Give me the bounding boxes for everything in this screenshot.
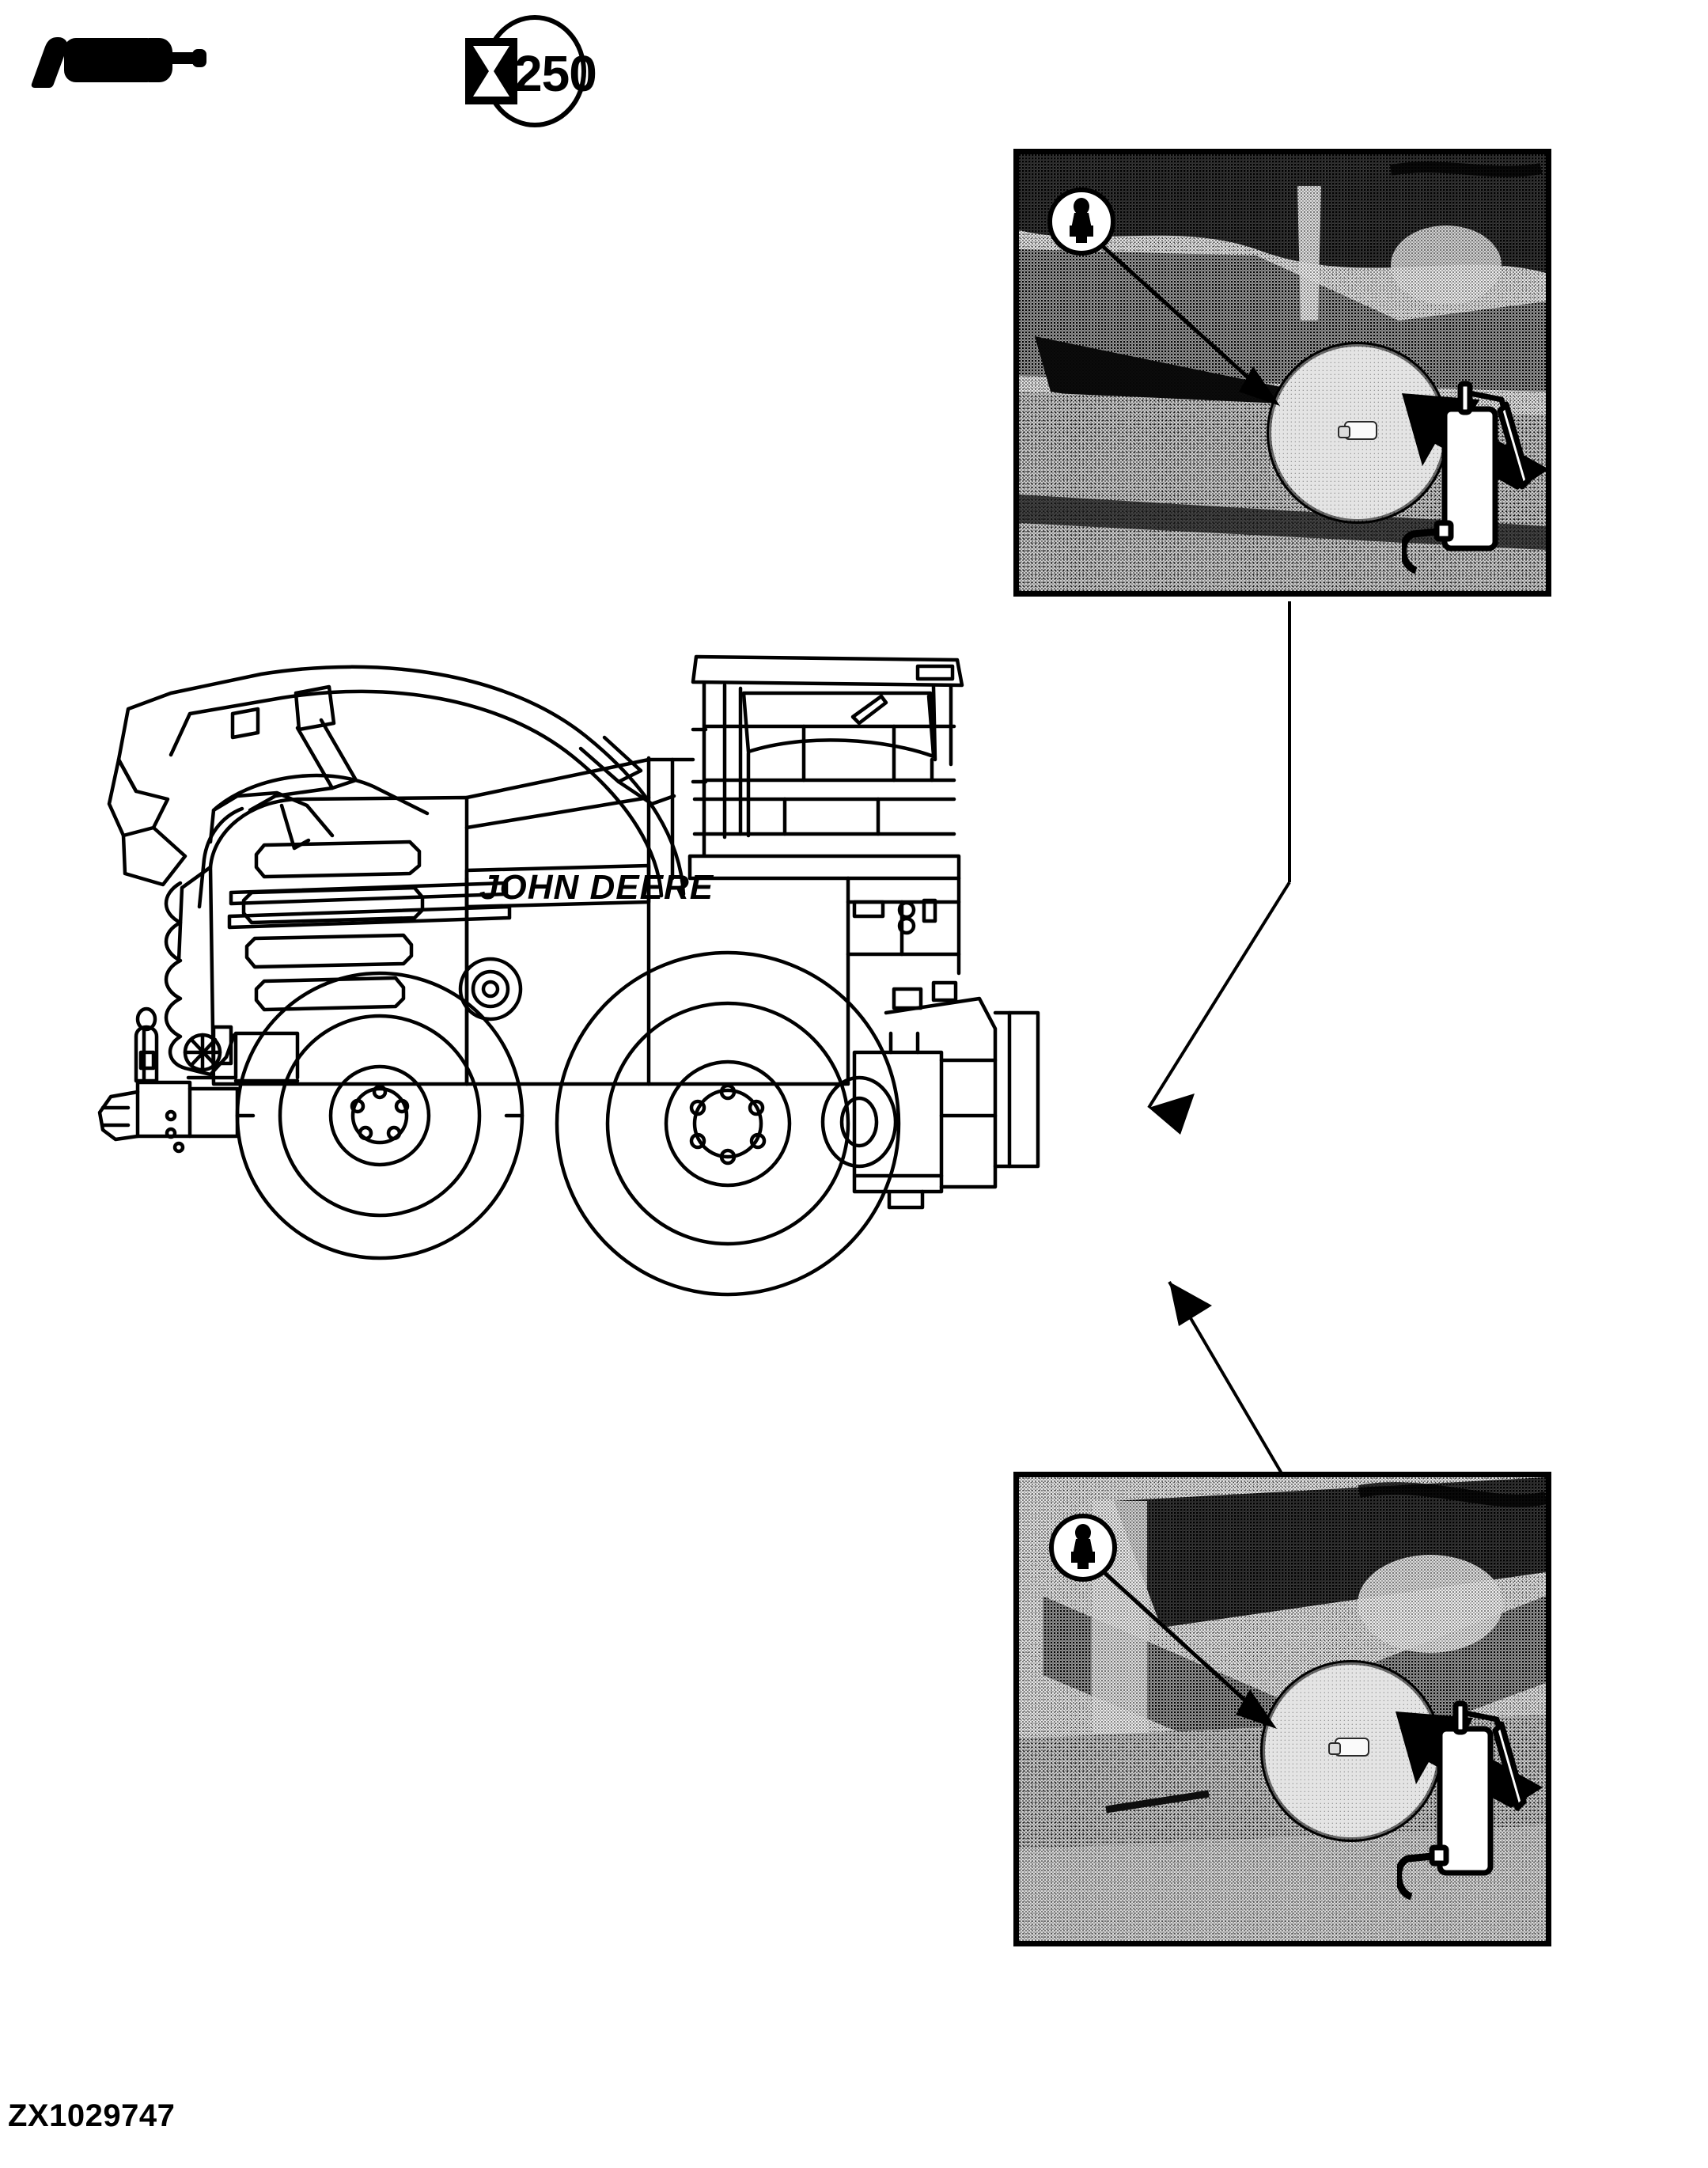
service-interval-hours: 250 <box>514 44 597 102</box>
badge-leader-bottom <box>1090 1560 1277 1729</box>
operator-cab <box>464 654 964 881</box>
rear-wheel <box>555 950 901 1297</box>
grease-gun-icon <box>30 30 267 97</box>
header-symbol-row: 250 <box>0 0 633 142</box>
grease-fitting-icon <box>1047 188 1115 256</box>
forage-harvester-illustration: JOHN DEERE <box>97 654 1040 1297</box>
engine-hood <box>176 773 512 1086</box>
john-deere-wordmark: JOHN DEERE <box>479 868 714 907</box>
magnifier-circle-bottom <box>1260 1660 1442 1842</box>
zerk-glyph <box>1070 198 1093 243</box>
zerk-glyph <box>1071 1524 1095 1569</box>
main-body <box>458 876 961 1086</box>
inset-photo-top <box>1013 149 1551 597</box>
front-wheel <box>235 971 525 1260</box>
inset-photo-bottom <box>1013 1472 1551 1946</box>
grease-fitting-icon <box>1049 1514 1117 1582</box>
feed-housing <box>164 881 237 1077</box>
grease-gun-tool-top <box>1402 381 1532 574</box>
badge-leader-top <box>1089 233 1280 406</box>
rear-attachment <box>820 980 1040 1210</box>
grease-gun-tool-bottom <box>1397 1700 1527 1901</box>
part-number-label: ZX1029747 <box>8 2098 176 2133</box>
discharge-spout <box>107 665 686 898</box>
service-interval-symbol: 250 <box>457 11 608 135</box>
magnifier-circle-top <box>1267 342 1449 524</box>
